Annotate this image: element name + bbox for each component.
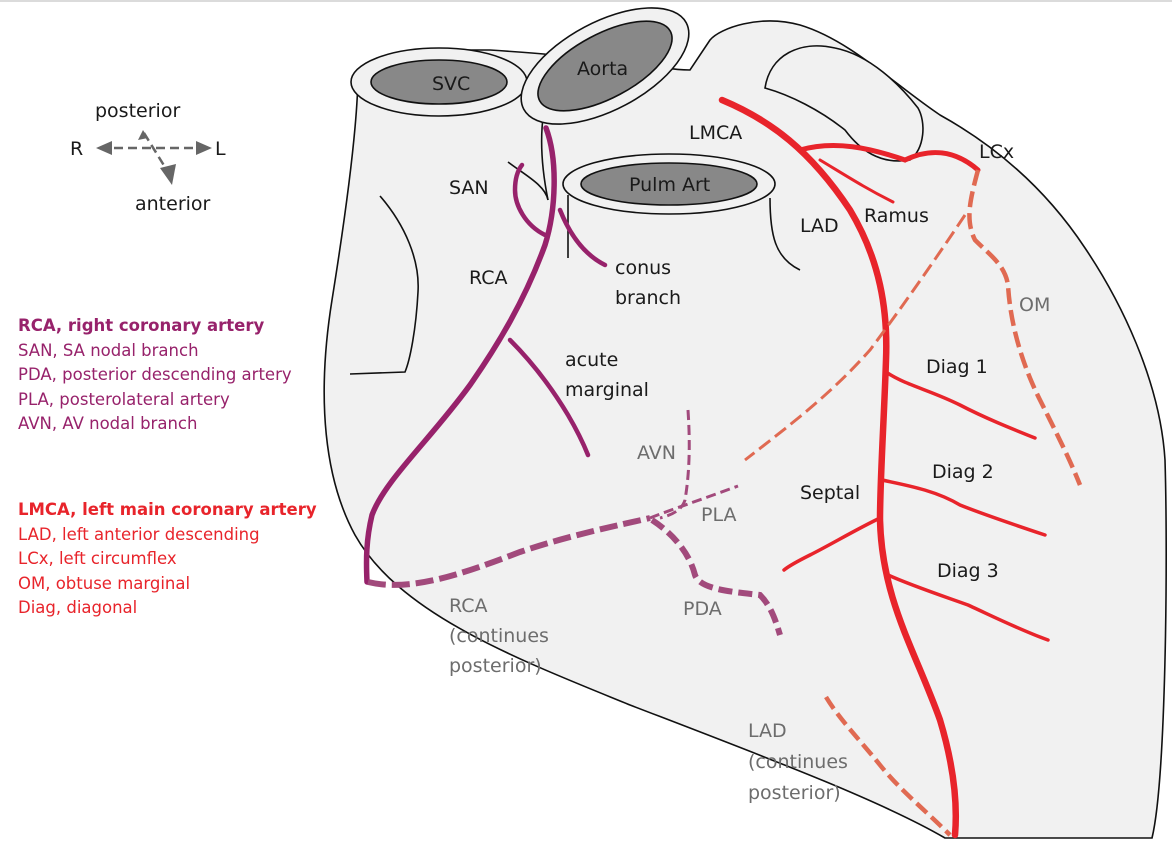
pla-label: PLA bbox=[701, 504, 736, 526]
lad-continues-line1: LAD bbox=[748, 720, 787, 742]
diag3-label: Diag 3 bbox=[937, 560, 999, 582]
rca-continues-line3: posterior) bbox=[449, 655, 542, 677]
compass-arrow-posterior-icon bbox=[138, 130, 148, 140]
conus-branch bbox=[557, 207, 608, 268]
lcx-label: LCx bbox=[979, 141, 1014, 163]
left-legend-title: LMCA, left main coronary artery bbox=[18, 500, 317, 519]
lmca-label: LMCA bbox=[689, 122, 742, 144]
rca-posterior-dashed bbox=[367, 515, 651, 588]
diag1-branch bbox=[884, 370, 1037, 440]
conus-label-line1: conus bbox=[615, 257, 671, 279]
diag2-branch bbox=[880, 478, 1047, 537]
diag3-branch bbox=[886, 573, 1050, 642]
compass-arrow-right-icon bbox=[96, 141, 112, 155]
lad-continues-line3: posterior) bbox=[748, 782, 841, 804]
avn-branch bbox=[659, 409, 691, 520]
rca-continues-line2: (continues bbox=[449, 625, 549, 647]
rca-legend-item: SAN, SA nodal branch bbox=[18, 340, 199, 360]
rca-legend-item: PLA, posterolateral artery bbox=[18, 389, 230, 409]
acute-label-line2: marginal bbox=[565, 379, 649, 401]
left-legend-item: LAD, left anterior descending bbox=[18, 524, 260, 544]
pda-label: PDA bbox=[683, 598, 722, 620]
compass-anterior-label: anterior bbox=[135, 193, 211, 215]
san-label: SAN bbox=[449, 177, 489, 199]
compass-left-label: L bbox=[215, 138, 226, 160]
left-legend-item: Diag, diagonal bbox=[18, 598, 138, 617]
lad-label: LAD bbox=[800, 215, 839, 237]
pla-branch bbox=[649, 484, 739, 520]
rca-legend-title: RCA, right coronary artery bbox=[18, 316, 265, 335]
septal-branch bbox=[782, 516, 882, 572]
compass-depth-line bbox=[142, 132, 170, 173]
left-legend-item: LCx, left circumflex bbox=[18, 549, 177, 568]
right-atrium-contour bbox=[349, 195, 419, 375]
rca-label: RCA bbox=[469, 267, 508, 289]
interatrial-contour bbox=[507, 161, 549, 201]
om-branch-dashed bbox=[967, 169, 1083, 486]
aorta-label: Aorta bbox=[577, 58, 628, 80]
avn-label: AVN bbox=[637, 442, 676, 464]
ramus-label: Ramus bbox=[864, 205, 929, 227]
lad-posterior-dashed bbox=[824, 695, 952, 837]
rca-legend: RCA, right coronary artery SAN, SA nodal… bbox=[18, 314, 292, 437]
lad-continues-line2: (continues bbox=[748, 751, 848, 773]
diag1-label: Diag 1 bbox=[926, 356, 988, 378]
rca-main bbox=[363, 125, 557, 585]
svc-vessel bbox=[350, 47, 528, 170]
rca-continues-line1: RCA bbox=[449, 595, 488, 617]
acute-marginal-branch bbox=[507, 337, 591, 458]
compass-arrow-anterior-icon bbox=[160, 164, 176, 185]
rca-legend-item: AVN, AV nodal branch bbox=[18, 414, 198, 433]
san-branch bbox=[512, 162, 548, 238]
lcx-posterior-dashed bbox=[744, 214, 967, 462]
heart-outline bbox=[323, 20, 1168, 839]
diag2-label: Diag 2 bbox=[932, 461, 994, 483]
septal-label: Septal bbox=[800, 482, 860, 504]
conus-label-line2: branch bbox=[615, 287, 681, 309]
compass-arrow-left-icon bbox=[196, 141, 212, 155]
lmca-lad-main bbox=[718, 96, 960, 839]
compass-posterior-label: posterior bbox=[95, 100, 180, 122]
orientation-compass: posterior anterior R L bbox=[70, 100, 226, 215]
aorta-vessel bbox=[520, 7, 690, 201]
pulm-art-label: Pulm Art bbox=[629, 174, 710, 196]
left-legend-item: OM, obtuse marginal bbox=[18, 573, 191, 593]
rca-system bbox=[363, 125, 783, 636]
left-atrial-appendage bbox=[764, 45, 924, 162]
pda-branch bbox=[650, 517, 783, 636]
acute-label-line1: acute bbox=[565, 349, 618, 371]
ramus-branch bbox=[818, 158, 895, 204]
om-label: OM bbox=[1019, 294, 1050, 316]
pulmonary-artery-vessel bbox=[562, 153, 801, 271]
left-legend: LMCA, left main coronary artery LAD, lef… bbox=[18, 498, 317, 621]
compass-right-label: R bbox=[70, 138, 83, 160]
lcx-branch bbox=[797, 143, 981, 173]
svc-label: SVC bbox=[432, 73, 470, 95]
rca-legend-item: PDA, posterior descending artery bbox=[18, 365, 292, 384]
left-coronary-system bbox=[718, 96, 1083, 839]
